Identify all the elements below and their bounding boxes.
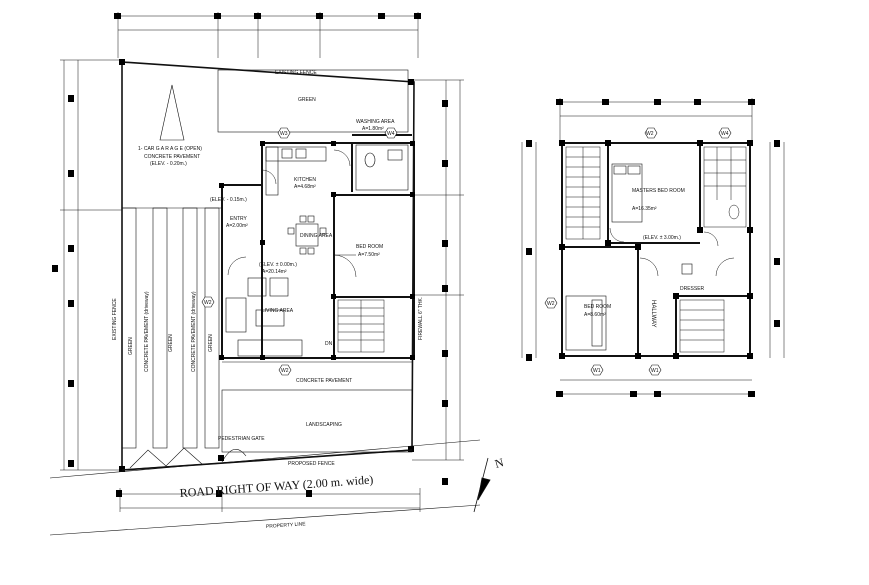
- entry-elev-label: (ELEV. - 0.15m.): [210, 197, 247, 203]
- second-floor-plan: [521, 98, 785, 397]
- tag-w1-a: [590, 364, 604, 376]
- living-size: A=20.14m²: [262, 269, 287, 275]
- property-line: [49, 504, 481, 536]
- washing-area-size: A=1.80m²: [362, 126, 384, 132]
- carport-elev: (ELEV. - 0.20m.): [150, 161, 187, 167]
- tag-w2-side: [201, 296, 215, 308]
- carport-pavement: CONCRETE PAVEMENT: [144, 154, 200, 160]
- kitchen-counter: [265, 146, 327, 196]
- tag-w2-top: [644, 127, 658, 139]
- dimension-lines: [60, 12, 464, 512]
- front-landscaping: [221, 389, 413, 453]
- property-line-label: PROPERTY LINE: [266, 521, 307, 530]
- second-dimension-ticks: [526, 99, 780, 397]
- green-mid-label: GREEN: [168, 334, 174, 352]
- ground-floor-plan: [49, 12, 491, 536]
- green-top-label: GREEN: [298, 97, 316, 103]
- existing-fence-left-label: EXISTING FENCE: [112, 298, 118, 340]
- north-label: N: [493, 455, 505, 471]
- tag-w1-b: [648, 364, 662, 376]
- tag-w2-side-text: W2: [204, 300, 212, 306]
- bedroom-size: A=7.50m²: [358, 252, 380, 258]
- tag-w4-top: [718, 127, 732, 139]
- ground-stairs: [337, 299, 385, 353]
- driveway-label-2: CONCRETE PAVEMENT (driveway): [191, 291, 197, 372]
- driveway-strips: [121, 207, 222, 449]
- ground-bath: [355, 144, 409, 191]
- bedroom-label: BED ROOM: [356, 244, 383, 250]
- proposed-fence-label: PROPOSED FENCE: [288, 461, 335, 467]
- second-stairs: [565, 146, 725, 353]
- entry-label: ENTRY: [230, 216, 248, 222]
- pedestrian-gate-label: PEDESTRIAN GATE: [218, 436, 265, 442]
- carport-arrow-icon: [159, 84, 185, 141]
- door-swings: [227, 149, 357, 278]
- structural-columns: [119, 59, 415, 472]
- dining-table: [287, 215, 327, 255]
- master-bath: [703, 146, 747, 228]
- stair-dn-text: DN: [325, 341, 333, 347]
- ground-window-tags: [201, 127, 398, 376]
- second-elev-label: (ELEV. ± 3.00m.): [643, 235, 681, 241]
- master-size: A=16.35m²: [632, 206, 657, 212]
- kitchen-size: A=4.68m²: [294, 184, 316, 190]
- tag-w2-front: [278, 364, 292, 376]
- second-bedroom-size: A=8.60m²: [584, 312, 606, 318]
- tag-w2-left-text: W2: [547, 301, 555, 307]
- living-furniture: [225, 277, 303, 357]
- road-right-of-way-label: ROAD RIGHT OF WAY (2.00 m. wide): [179, 472, 374, 499]
- green-mid2-label: GREEN: [208, 334, 214, 352]
- second-bed: [565, 295, 607, 351]
- tag-w4-text: W4: [387, 131, 395, 137]
- master-bedroom-label: MASTERS BED ROOM: [632, 188, 685, 194]
- hallway-label: HALLWAY: [650, 300, 656, 328]
- second-labels: MASTERS BED ROOM A=16.35m² (ELEV. ± 3.00…: [547, 131, 729, 374]
- carport-title: 1- CAR G A R A G E (OPEN): [138, 146, 202, 152]
- existing-fence-top-label: EXISTING FENCE: [275, 70, 317, 76]
- washing-area-label: WASHING AREA: [356, 119, 395, 125]
- second-columns: [559, 140, 753, 359]
- master-bed: [611, 163, 643, 223]
- tag-w2-top-text: W2: [646, 131, 654, 137]
- landscaping-label: LANDSCAPING: [306, 422, 342, 428]
- tag-w2-front-text: W2: [281, 368, 289, 374]
- entry-size: A=2.00m²: [226, 223, 248, 229]
- second-bedroom-label: BED ROOM: [584, 304, 611, 310]
- tag-w1-a-text: W1: [593, 368, 601, 374]
- second-window-tags: [544, 127, 732, 376]
- tag-w3: [277, 127, 291, 139]
- green-left-label: GREEN: [128, 337, 134, 355]
- second-door-swings: [609, 227, 735, 277]
- house-walls: [221, 134, 415, 359]
- dimension-ticks: [52, 13, 448, 497]
- tag-w1-b-text: W1: [651, 368, 659, 374]
- top-green-area: [217, 69, 409, 133]
- tag-w4: [384, 127, 398, 139]
- tag-w4-top-text: W4: [721, 131, 729, 137]
- proposed-fence-line: [121, 449, 413, 471]
- dresser-label: DRESSER: [680, 286, 705, 292]
- firewall-label: FIREWALL 6" THK.: [418, 297, 424, 340]
- pedestrian-gate-swing: [221, 449, 247, 463]
- concrete-pavement-front-label: CONCRETE PAVEMENT: [296, 378, 352, 384]
- north-arrow-icon: [473, 457, 491, 513]
- kitchen-label: KITCHEN: [294, 177, 316, 183]
- front-gate-swing: [129, 447, 203, 469]
- tag-w2-left: [544, 297, 558, 309]
- dresser-box: [681, 263, 693, 275]
- driveway-label-1: CONCRETE PAVEMENT (driveway): [144, 291, 150, 372]
- dining-label: DINING AREA: [300, 233, 333, 239]
- living-elev-label: (ELEV. ± 0.00m.): [259, 262, 297, 268]
- road-edge-line: [49, 439, 481, 479]
- living-label: LIVING AREA: [262, 308, 294, 314]
- tag-w3-text: W3: [280, 131, 288, 137]
